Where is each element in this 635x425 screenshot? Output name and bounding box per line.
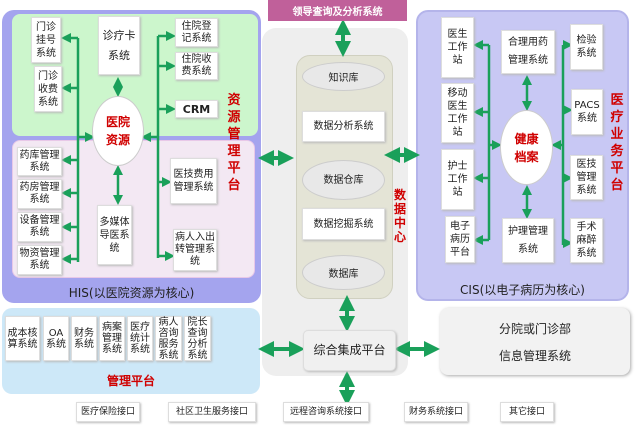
- crm-system[interactable]: CRM: [175, 100, 218, 118]
- data-mining-system[interactable]: 数据挖掘系统: [302, 208, 385, 240]
- doctor-workstation[interactable]: 医生工作站: [441, 17, 474, 78]
- equipment-system[interactable]: 设备管理系统: [17, 212, 62, 242]
- nursing-management-system[interactable]: 护理管理系统: [502, 218, 554, 263]
- multimedia-guide-system[interactable]: 多媒体导医系统: [97, 205, 132, 265]
- outpatient-billing-system[interactable]: 门诊收费系统: [34, 66, 62, 112]
- leadership-query-system[interactable]: 领导查询及分析系统: [268, 0, 407, 21]
- his-label: HIS(以医院资源为核心): [68, 286, 195, 300]
- integration-platform[interactable]: 综合集成平台: [303, 330, 396, 371]
- branch-info-system[interactable]: 分院或门诊部 信息管理系统: [440, 308, 630, 375]
- medical-card-system[interactable]: 诊疗卡系统: [98, 16, 140, 75]
- patient-consultation-system[interactable]: 病人咨询服务系统: [155, 316, 182, 361]
- health-record-core: 健康档案: [500, 110, 553, 185]
- knowledge-base[interactable]: 知识库: [302, 62, 385, 91]
- drug-warehouse-system[interactable]: 药库管理系统: [17, 147, 62, 176]
- finance-system[interactable]: 财务系统: [71, 316, 97, 361]
- medical-business-platform-label: 医疗业务平台: [610, 93, 624, 193]
- branch-line-1: 分院或门诊部: [498, 321, 571, 336]
- data-warehouse[interactable]: 数据仓库: [302, 160, 385, 200]
- branch-line-2: 信息管理系统: [498, 348, 571, 363]
- community-health-interface[interactable]: 社区卫生服务接口: [168, 402, 256, 422]
- medtech-management-system[interactable]: 医技管理系统: [570, 155, 603, 200]
- pharmacy-system[interactable]: 药房管理系统: [17, 179, 62, 209]
- inpatient-billing-system[interactable]: 住院收费系统: [175, 52, 218, 80]
- rational-drug-system[interactable]: 合理用药管理系统: [501, 30, 555, 74]
- management-label: 管理平台: [106, 374, 155, 388]
- database[interactable]: 数据库: [302, 255, 385, 290]
- medtech-fee-system[interactable]: 医技费用管理系统: [170, 158, 217, 204]
- supplies-system[interactable]: 物资管理系统: [17, 245, 62, 275]
- cis-label: CIS(以电子病历为核心): [460, 283, 585, 297]
- data-center-label: 数据中心: [393, 188, 406, 244]
- medical-records-system[interactable]: 病案管理系统: [99, 316, 125, 361]
- hospital-resources-core: 医院资源: [92, 96, 144, 166]
- director-query-system[interactable]: 院长查询分析系统: [184, 316, 211, 361]
- lab-system[interactable]: 检验系统: [570, 24, 603, 70]
- oa-system[interactable]: OA系统: [43, 316, 69, 361]
- admission-transfer-system[interactable]: 病人入出转管理系统: [173, 229, 217, 271]
- outpatient-registration-system[interactable]: 门诊挂号系统: [31, 17, 61, 63]
- nurse-workstation[interactable]: 护士工作站: [441, 149, 474, 210]
- remote-consultation-interface[interactable]: 远程咨询系统接口: [283, 402, 369, 422]
- medical-insurance-interface[interactable]: 医疗保险接口: [76, 402, 140, 422]
- emr-platform[interactable]: 电子病历平台: [445, 216, 475, 263]
- mobile-doctor-workstation[interactable]: 移动医生工作站: [441, 83, 474, 143]
- inpatient-registration-system[interactable]: 住院登记系统: [175, 18, 218, 47]
- finance-system-interface[interactable]: 财务系统接口: [404, 402, 468, 422]
- pacs-system[interactable]: PACS系统: [571, 89, 603, 135]
- resource-platform-label: 资源管理平台: [227, 93, 241, 193]
- cost-accounting-system[interactable]: 成本核算系统: [5, 316, 40, 361]
- medical-statistics-system[interactable]: 医疗统计系统: [127, 316, 153, 361]
- other-interface[interactable]: 其它接口: [500, 402, 554, 422]
- data-analysis-system[interactable]: 数据分析系统: [302, 111, 385, 142]
- surgery-anesthesia-system[interactable]: 手术麻醉系统: [570, 218, 603, 263]
